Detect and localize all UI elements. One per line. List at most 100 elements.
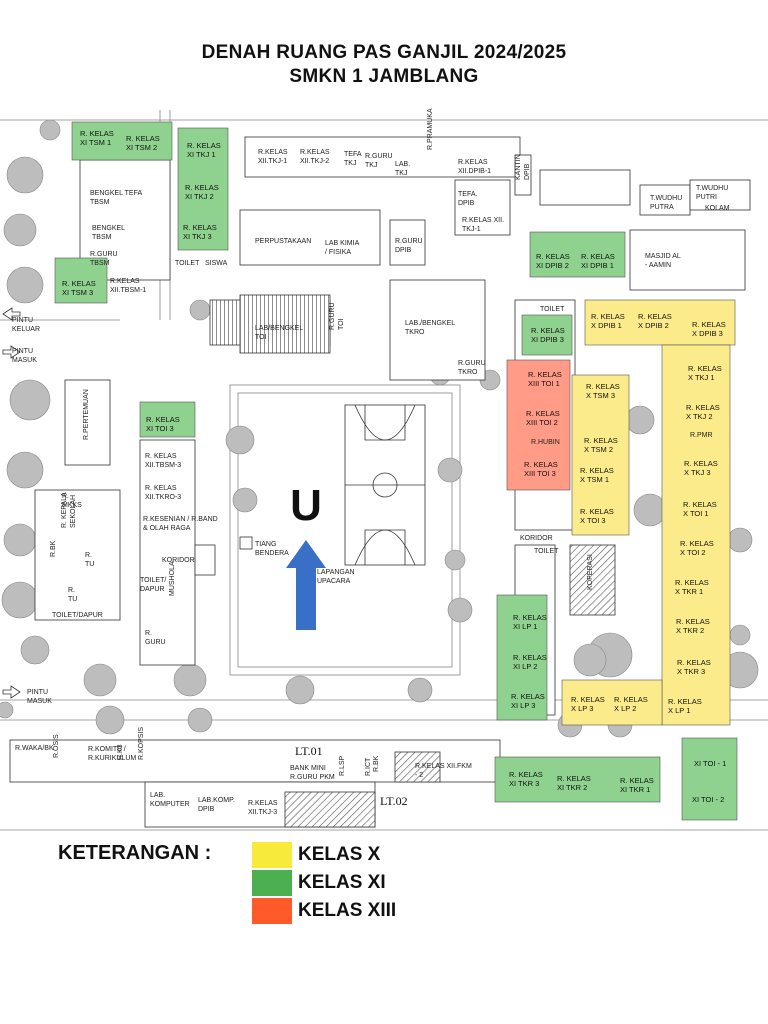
room-label: LAB.KOMP.DPIB — [198, 797, 235, 813]
legend-item-kelas-xiii: KELAS XIII — [252, 898, 396, 924]
room-label: R.K3 — [117, 744, 124, 760]
room-label: PERPUSTAKAAN — [255, 238, 311, 245]
room-label: R.BK — [373, 755, 380, 772]
room-label: R.OSIS — [53, 734, 60, 758]
room-label: R.PERTEMUAN — [83, 389, 90, 440]
room-label: LAB.KOMPUTER — [150, 792, 190, 808]
room-label: TOILET — [175, 260, 200, 267]
legend-title: KETERANGAN : — [58, 842, 212, 864]
room-label: R.LSP — [339, 755, 346, 776]
room-label: R.WAKA/BK — [15, 745, 54, 752]
room-label: KORIDOR — [520, 535, 553, 542]
room-label: R.GURU — [145, 630, 166, 646]
room-label: KORIDOR — [162, 557, 195, 564]
map-subtitle: SMKN 1 JAMBLANG — [289, 66, 479, 87]
room-label: KOPERASI — [587, 554, 594, 590]
north-arrow — [286, 540, 326, 630]
room-label: R.PMR — [690, 432, 713, 439]
room-label: TEFA.DPIB — [458, 191, 478, 207]
legend-label: KELAS X — [298, 844, 381, 865]
room-label: KOLAM — [705, 205, 730, 212]
entrance-arrows — [2, 307, 21, 699]
legend-item-kelas-xi: KELAS XI — [252, 870, 386, 896]
room-label: R.ICT — [365, 757, 372, 776]
room-label: LAB.TKJ — [395, 161, 410, 177]
site-roads — [0, 110, 768, 831]
colored-zones — [54, 121, 738, 821]
legend-item-kelas-x: KELAS X — [252, 842, 380, 868]
room-label: LAB KIMIA/ FISIKA — [325, 240, 360, 256]
room-label: R.TU — [68, 587, 77, 603]
map-title: DENAH RUANG PAS GANJIL 2024/2025 — [201, 42, 567, 63]
room-label: R.PRAMUKA — [427, 108, 434, 150]
legend-swatch-green — [252, 870, 292, 896]
room-label: R.TU — [85, 552, 94, 568]
room-label-green: XI TOI - 1 — [694, 759, 726, 768]
room-label-green: XI TOI - 2 — [692, 795, 724, 804]
floor-label: LT.01 — [295, 744, 323, 758]
room-label: TOILET/DAPUR — [52, 612, 103, 619]
legend-swatch-yellow — [252, 842, 292, 868]
legend-label: KELAS XIII — [298, 900, 397, 921]
basketball-court — [344, 404, 426, 566]
room-label: R.MKKS — [62, 493, 82, 509]
